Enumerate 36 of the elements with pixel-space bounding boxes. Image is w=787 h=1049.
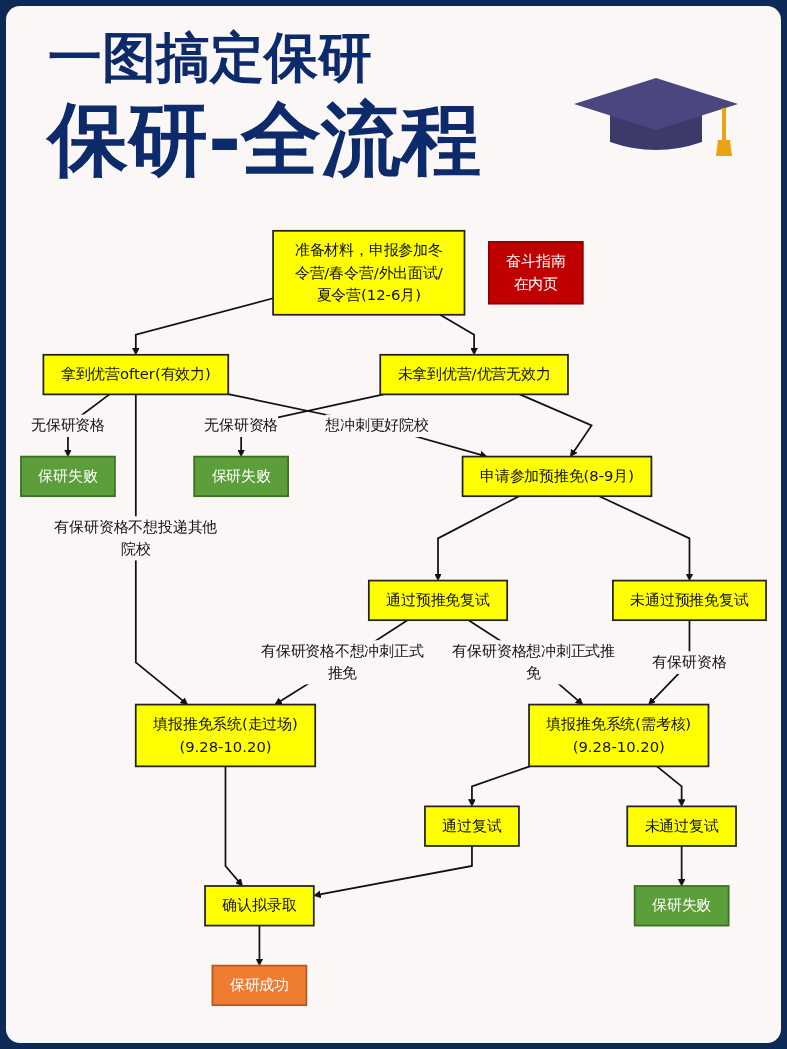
title: 保研-全流程 [48,96,482,184]
edge-label: 无保研资格 [204,416,279,434]
edge-label: 有保研资格想冲刺正式推免 [452,641,616,682]
arrow [439,313,478,356]
node-box: 拿到优营ofter(有效力) [42,353,230,396]
node-box: 通过复试 [424,805,520,847]
node-box: 申请参加预推免(8-9月) [461,455,653,498]
node-box: 保研失败 [193,455,289,498]
node-box: 未通过预推免复试 [612,579,767,622]
arrow [656,765,686,807]
arrow [468,765,531,807]
subtitle: 一图搞定保研 [48,28,372,88]
node-box: 确认拟录取 [204,885,315,927]
node-box: 填报推免系统(走过场) (9.28-10.20) [134,703,317,768]
arrow [598,495,694,581]
node-box: 保研失败 [633,885,730,927]
edge-label: 有保研资格不想投递其他院校 [54,517,218,558]
node-box: 未拿到优营/优营无效力 [379,353,569,396]
edge-label: 有保研资格 [652,653,727,671]
arrow [313,845,473,899]
node-box: 未通过复试 [626,805,737,847]
edge-label: 想冲刺更好院校 [325,416,429,434]
arrow [132,297,274,356]
node-box: 保研成功 [211,964,308,1007]
edge-label: 有保研资格不想冲刺正式推免 [260,641,424,682]
node-box: 奋斗指南 在内页 [488,241,584,305]
node-box: 保研失败 [20,455,116,498]
arrow [677,845,686,887]
node-box: 通过预推免复试 [367,579,509,622]
node-box: 填报推免系统(需考核) (9.28-10.20) [528,703,710,768]
arrow [224,765,243,887]
arrow [518,393,593,457]
arrow [434,495,520,581]
edge-label: 无保研资格 [30,416,105,434]
arrow [255,924,264,966]
node-box: 准备材料，申报参加冬令营/春令营/外出面试/夏令营(12-6月) [272,229,466,316]
